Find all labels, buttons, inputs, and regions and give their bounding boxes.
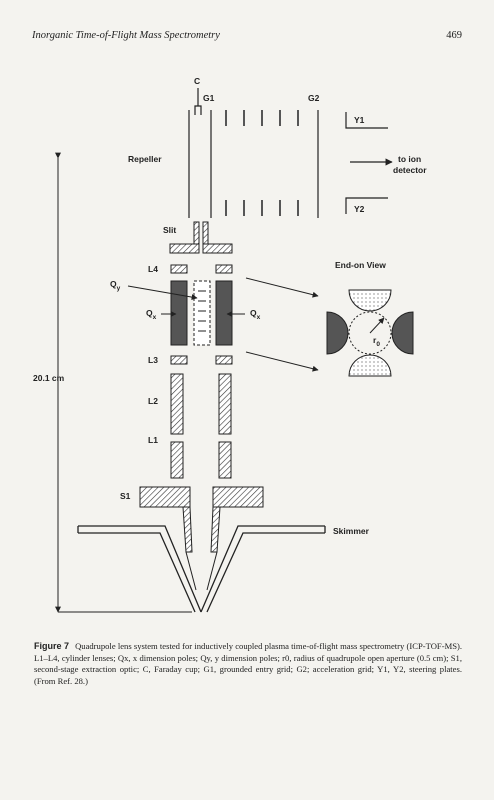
- label-c: C: [194, 76, 200, 86]
- label-y1: Y1: [354, 115, 365, 125]
- label-s1: S1: [120, 491, 131, 501]
- label-l4: L4: [148, 264, 158, 274]
- label-skimmer: Skimmer: [333, 526, 370, 536]
- caption-label: Figure 7: [34, 641, 70, 651]
- lens-l1: [170, 441, 232, 479]
- lens-l2: [170, 373, 232, 435]
- page-header: Inorganic Time-of-Flight Mass Spectromet…: [32, 30, 462, 46]
- label-repeller: Repeller: [128, 154, 162, 164]
- end-on-view-cross-section: [326, 289, 414, 377]
- label-slit: Slit: [163, 225, 176, 235]
- grid-ticks-top: [225, 110, 299, 126]
- label-l1: L1: [148, 435, 158, 445]
- label-qx-right: Qx: [250, 308, 261, 321]
- quadrupole-poles: [170, 280, 233, 346]
- page-number: 469: [446, 30, 462, 41]
- steering-plate-y2: [345, 197, 388, 214]
- steering-plate-y1: [345, 112, 388, 129]
- faraday-cup: [194, 88, 202, 115]
- slit: [169, 221, 233, 254]
- label-g2: G2: [308, 93, 320, 103]
- label-qx-left: Qx: [146, 308, 157, 321]
- label-distance: 20.1 cm: [33, 373, 65, 383]
- label-detector: detector: [393, 165, 427, 175]
- caption-text: Quadrupole lens system tested for induct…: [34, 641, 463, 686]
- quadrupole-lens-diagram: C G1 G2 Y1 Y2 Repeller to ion detector S…: [33, 76, 427, 613]
- label-g1: G1: [203, 93, 215, 103]
- running-title: Inorganic Time-of-Flight Mass Spectromet…: [32, 30, 220, 41]
- label-l3: L3: [148, 355, 158, 365]
- label-to-ion: to ion: [398, 154, 421, 164]
- end-on-pointer-bottom: [245, 351, 319, 372]
- label-y2: Y2: [354, 204, 365, 214]
- lens-l4: [170, 264, 233, 274]
- label-end-on-view: End-on View: [335, 260, 386, 270]
- label-l2: L2: [148, 396, 158, 406]
- grid-ticks-bottom: [225, 200, 299, 216]
- label-r0: r0: [373, 335, 380, 348]
- repeller-region: [188, 110, 319, 218]
- end-on-pointer-top: [245, 277, 319, 298]
- extraction-optic-s1: [139, 486, 264, 591]
- lens-l3: [170, 355, 233, 365]
- distance-dimension: [55, 152, 192, 613]
- skimmer-cone: [77, 525, 326, 613]
- qy-pointer: [127, 285, 198, 301]
- label-qy: Qy: [110, 279, 121, 292]
